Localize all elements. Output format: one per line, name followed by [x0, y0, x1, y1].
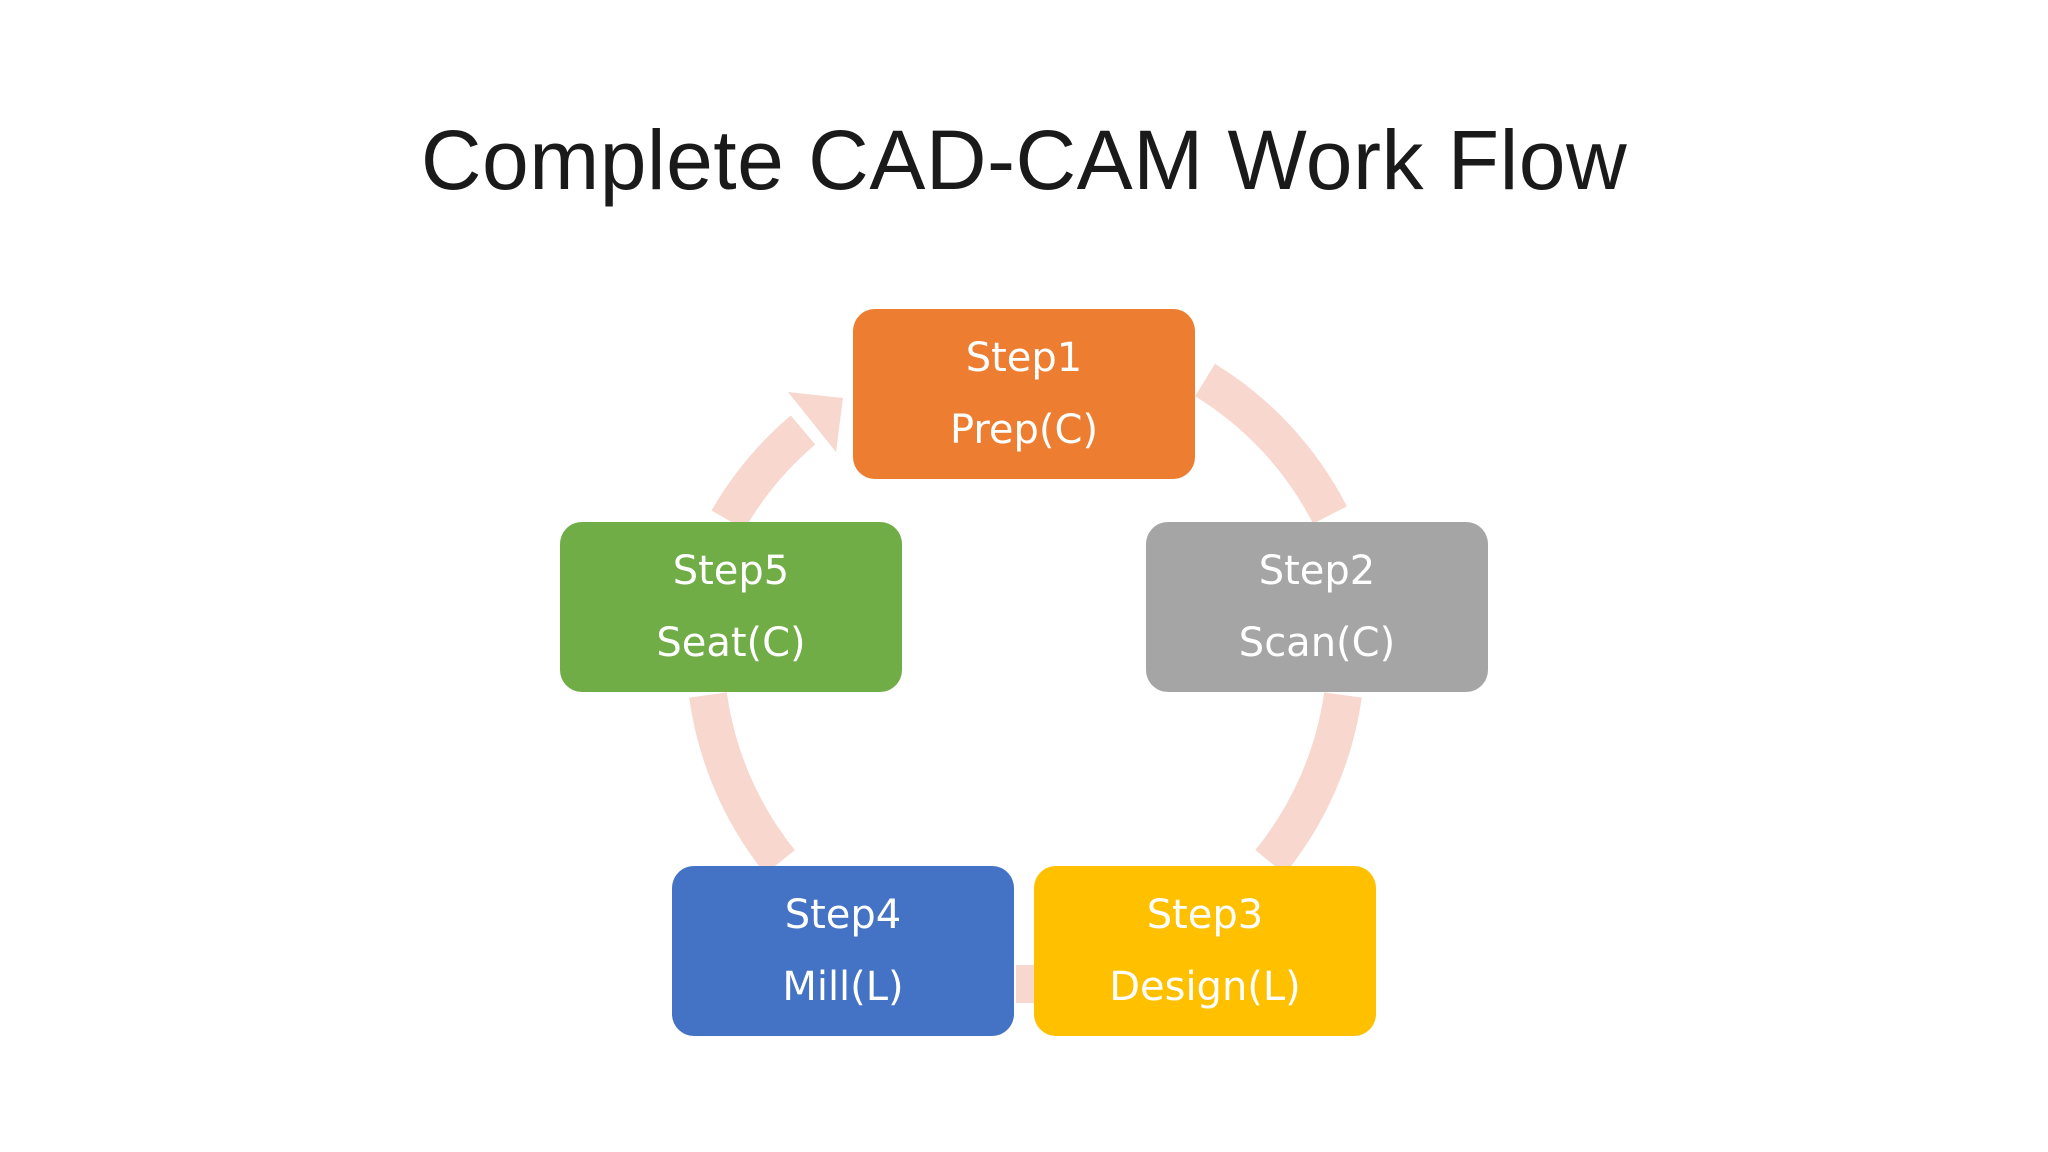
step-2-number: Step2 — [1258, 548, 1376, 594]
step-5-number: Step5 — [672, 548, 790, 594]
slide-title: Complete CAD-CAM Work Flow — [420, 113, 1628, 207]
step-4-box: Step4 Mill(L) — [672, 866, 1014, 1036]
step-2-label: Scan(C) — [1238, 620, 1396, 666]
step-3-box: Step3 Design(L) — [1034, 866, 1376, 1036]
cycle-arc-5-1 — [711, 415, 816, 530]
cycle-arrow-head-icon — [788, 392, 843, 452]
step-3-number: Step3 — [1146, 892, 1264, 938]
cycle-arc-1-2 — [1194, 363, 1347, 524]
step-5-label: Seat(C) — [656, 620, 806, 666]
step-1-label: Prep(C) — [949, 407, 1099, 453]
step-4-label: Mill(L) — [782, 964, 904, 1010]
step-3-label: Design(L) — [1109, 964, 1301, 1010]
step-1-number: Step1 — [965, 335, 1083, 381]
step-2-box: Step2 Scan(C) — [1146, 522, 1488, 692]
step-5-box: Step5 Seat(C) — [560, 522, 902, 692]
step-4-number: Step4 — [784, 892, 902, 938]
cycle-arc-2-3 — [1255, 692, 1362, 874]
cycle-arc-4-5 — [689, 692, 795, 874]
step-1-box: Step1 Prep(C) — [853, 309, 1195, 479]
